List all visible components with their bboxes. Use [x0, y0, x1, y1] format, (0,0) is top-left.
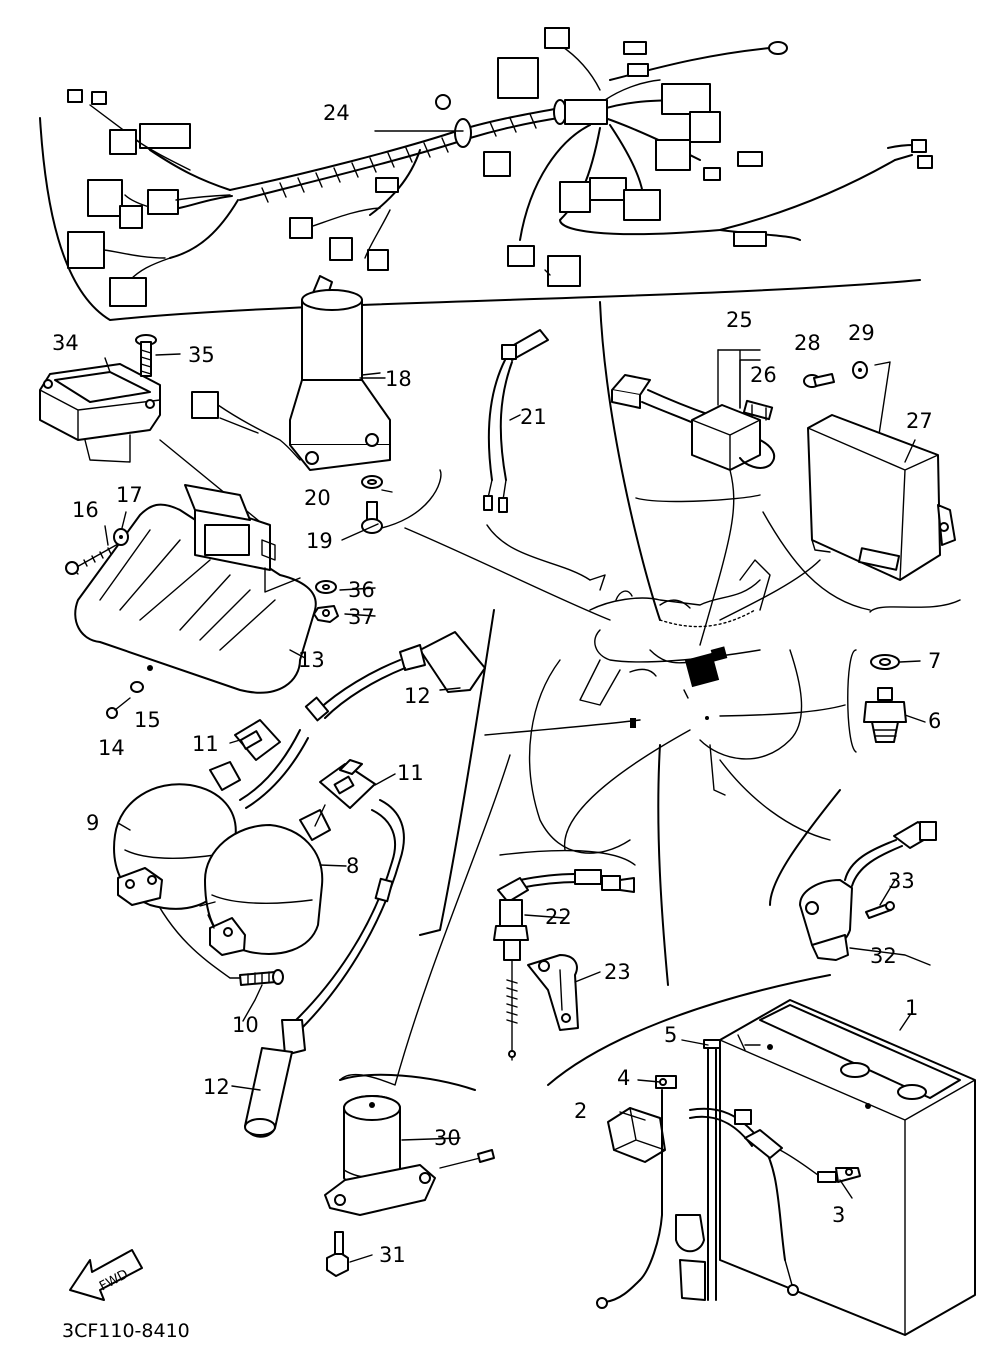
callout-30: 30 — [434, 1126, 461, 1150]
callout-25: 25 — [726, 308, 753, 332]
callout-2: 2 — [574, 1099, 587, 1123]
nut-37 — [313, 605, 339, 623]
battery-band-2 — [607, 1107, 666, 1163]
callout-34: 34 — [52, 331, 79, 355]
callout-19: 19 — [306, 529, 333, 553]
bracket-23 — [527, 954, 579, 1031]
callout-35: 35 — [188, 343, 215, 367]
fuse-holder-25 — [611, 349, 776, 471]
callout-3: 3 — [832, 1203, 845, 1227]
sensor-21 — [483, 329, 549, 513]
sensor-22 — [493, 869, 635, 1061]
bolt-28 — [803, 373, 835, 388]
fwd-arrow-icon: FWD — [69, 1249, 143, 1301]
screw-14 — [106, 697, 131, 719]
callout-4: 4 — [617, 1066, 630, 1090]
cable-4 — [596, 1075, 677, 1309]
callout-31: 31 — [379, 1243, 406, 1267]
callout-6: 6 — [928, 709, 941, 733]
cover-dash-link — [264, 567, 301, 593]
ignition-coil-8 — [199, 804, 331, 956]
cap-11-right — [319, 759, 376, 809]
main-switch — [191, 275, 391, 471]
callout-21: 21 — [520, 405, 547, 429]
washer-7 — [870, 654, 900, 670]
terminal-3 — [744, 1129, 861, 1183]
callout-17: 17 — [116, 483, 143, 507]
washer-36 — [315, 580, 337, 594]
bolt-31 — [326, 1231, 349, 1277]
callout-16: 16 — [72, 498, 99, 522]
callout-12-upper: 12 — [404, 684, 431, 708]
callout-20: 20 — [304, 486, 331, 510]
regulator-rectifier — [39, 363, 271, 531]
callout-24: 24 — [323, 101, 350, 125]
side-cover — [74, 484, 317, 694]
callout-23: 23 — [604, 960, 631, 984]
callout-18: 18 — [385, 367, 412, 391]
fuse-26 — [742, 399, 774, 421]
callout-1: 1 — [905, 996, 918, 1020]
plug-cap-upper — [304, 631, 486, 722]
plug-cap-lower — [244, 799, 405, 1138]
cable-5 — [675, 1039, 799, 1301]
callout-28: 28 — [794, 331, 821, 355]
grommet-15 — [130, 681, 144, 693]
callout-27: 27 — [906, 409, 933, 433]
callout-7: 7 — [928, 649, 941, 673]
screw-10 — [239, 969, 284, 986]
callout-13: 13 — [298, 648, 325, 672]
grommet-17 — [113, 528, 129, 546]
callout-10: 10 — [232, 1013, 259, 1037]
diagram-code: 3CF110-8410 — [62, 1320, 190, 1342]
leader-lines — [104, 130, 931, 1263]
callout-33: 33 — [888, 869, 915, 893]
callout-22: 22 — [545, 905, 572, 929]
callout-29: 29 — [848, 321, 875, 345]
callout-8: 8 — [346, 854, 359, 878]
callout-12-lower: 12 — [203, 1075, 230, 1099]
relay-30 — [324, 1095, 495, 1216]
callout-15: 15 — [134, 708, 161, 732]
callout-32: 32 — [870, 944, 897, 968]
screw-33 — [865, 901, 895, 919]
callout-26: 26 — [750, 363, 777, 387]
cap-11-left — [234, 719, 281, 761]
callout-11-right: 11 — [397, 761, 424, 785]
callout-11-left: 11 — [192, 732, 219, 756]
callout-36: 36 — [348, 578, 375, 602]
wire-harness — [67, 27, 933, 307]
bolt-35 — [135, 334, 181, 377]
callout-14: 14 — [98, 736, 125, 760]
callout-numbers: 1 2 3 4 5 6 7 8 9 10 11 11 12 12 13 14 1… — [52, 101, 941, 1267]
callout-37: 37 — [348, 605, 375, 629]
section-frames — [39, 117, 961, 1091]
sensor-32 — [799, 821, 937, 961]
callout-9: 9 — [86, 811, 99, 835]
cdi-unit-27 — [807, 414, 956, 581]
neutral-switch-6 — [863, 687, 907, 743]
callout-5: 5 — [664, 1023, 677, 1047]
screw-16 — [65, 543, 119, 575]
washer-20 — [361, 475, 383, 489]
bolt-19 — [361, 501, 383, 534]
frame-outline — [528, 559, 803, 854]
